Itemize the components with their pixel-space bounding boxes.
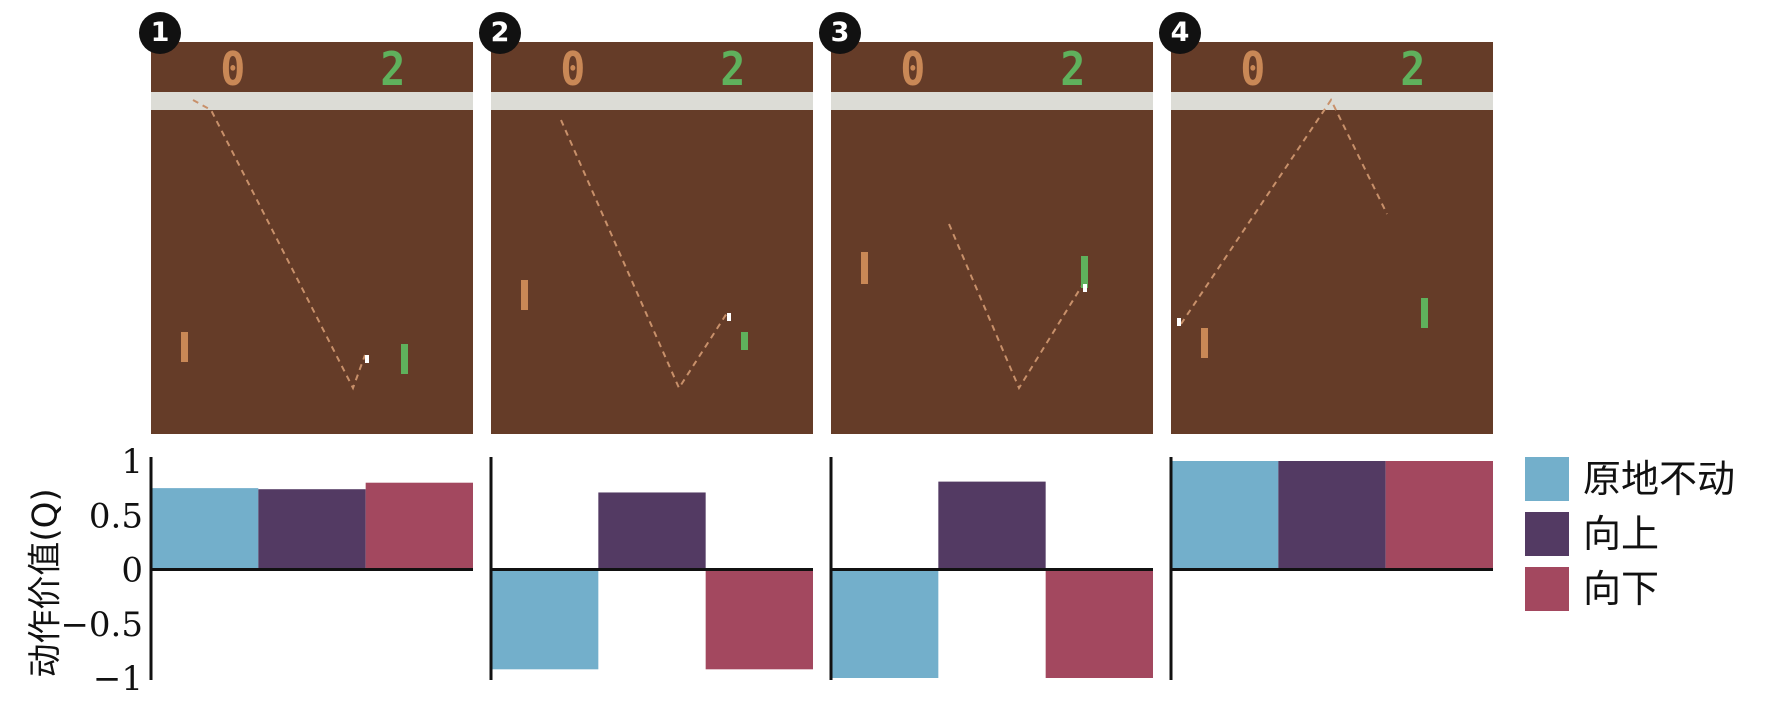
legend-label-stay: 原地不动	[1583, 457, 1736, 501]
player-score: 2	[1060, 42, 1086, 96]
bar-4-2	[1278, 461, 1386, 570]
frame-number-badge: 1	[139, 12, 181, 54]
score-bar	[831, 42, 1153, 92]
opponent-score: 0	[1240, 42, 1266, 96]
bar-2-2	[598, 492, 706, 570]
player-score: 2	[720, 42, 746, 96]
bar-3-1	[831, 569, 939, 678]
top-wall	[831, 92, 1153, 110]
player-paddle	[401, 344, 408, 374]
ball	[1083, 284, 1087, 292]
top-wall	[151, 92, 473, 110]
legend-label-down: 向下	[1583, 567, 1660, 611]
opponent-paddle	[521, 280, 528, 310]
bar-3-3	[1045, 569, 1153, 678]
player-paddle	[1421, 298, 1428, 328]
trail-line	[948, 223, 1084, 391]
frame-number-badge: 3	[819, 12, 861, 54]
score-bar	[151, 42, 473, 92]
player-score: 2	[1400, 42, 1426, 96]
player-paddle	[741, 332, 748, 350]
top-wall	[1171, 92, 1493, 110]
score-bar	[491, 42, 813, 92]
ball	[1177, 318, 1181, 326]
bar-1-1	[151, 488, 259, 570]
score-bar	[1171, 42, 1493, 92]
opponent-paddle	[1201, 328, 1208, 358]
opponent-paddle	[181, 332, 188, 362]
ball-trail	[560, 119, 728, 391]
trail-line	[1180, 98, 1388, 325]
y-tick-label: 1	[121, 442, 143, 482]
frame-number-badge: 4	[1159, 12, 1201, 54]
bar-panel-2	[489, 457, 813, 680]
legend-swatch-down	[1525, 567, 1569, 611]
frame-number-badge: 2	[479, 12, 521, 54]
player-paddle	[1081, 256, 1088, 288]
bar-panel-3	[829, 457, 1153, 680]
bar-3-2	[938, 481, 1046, 570]
opponent-score: 0	[560, 42, 586, 96]
bar-panel-4	[1169, 457, 1493, 680]
ball	[727, 313, 731, 321]
top-wall	[491, 92, 813, 110]
trail-line	[192, 99, 366, 391]
legend-label-up: 向上	[1583, 512, 1660, 556]
bar-4-3	[1385, 461, 1493, 570]
legend-item-down: 向下	[1525, 565, 1765, 613]
y-tick-label: −0.5	[60, 605, 143, 645]
ball	[365, 355, 369, 363]
bar-2-1	[491, 569, 599, 670]
y-tick-label: −1	[93, 659, 143, 699]
legend-swatch-up	[1525, 512, 1569, 556]
bar-panel-1	[149, 457, 473, 680]
player-score: 2	[380, 42, 406, 96]
legend-swatch-stay	[1525, 457, 1569, 501]
bar-2-3	[705, 569, 813, 670]
bar-4-1	[1171, 461, 1279, 570]
opponent-score: 0	[900, 42, 926, 96]
y-tick-label: 0	[121, 551, 143, 591]
opponent-score: 0	[220, 42, 246, 96]
trail-line	[560, 119, 728, 391]
ball-trail	[192, 99, 366, 391]
legend-item-stay: 原地不动	[1525, 455, 1765, 503]
legend-item-up: 向上	[1525, 510, 1765, 558]
y-tick-label: 0.5	[89, 496, 143, 536]
ball-trail	[1180, 98, 1388, 325]
ball-trail	[948, 223, 1084, 391]
opponent-paddle	[861, 252, 868, 284]
bar-1-2	[258, 489, 366, 570]
bar-1-3	[365, 482, 473, 570]
